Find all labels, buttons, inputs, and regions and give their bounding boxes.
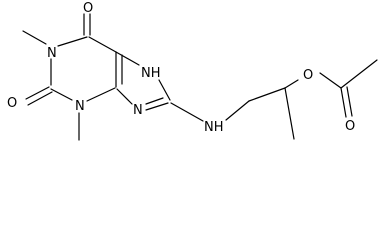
bond-c2-n3	[50, 88, 73, 101]
bond-ch-methyl	[284, 87, 295, 140]
bond-c8-nh	[170, 102, 204, 122]
bond-c5-c6	[88, 36, 117, 53]
atom-o-left: O	[7, 96, 17, 111]
bond-c6-n1	[57, 36, 88, 47]
atom-o-top: O	[83, 1, 93, 16]
bond-c8-n9-double	[145, 97, 164, 105]
atom-n3: N	[75, 99, 85, 114]
bond-ch2-ch	[248, 87, 286, 102]
atom-o-ester: O	[303, 68, 313, 83]
bond-c-ocarbonyl-double	[346, 86, 353, 117]
atom-n1: N	[47, 46, 57, 61]
atom-nh7: NH	[141, 66, 161, 81]
bond-n3-c4	[86, 87, 116, 102]
bond-ch-oester	[284, 79, 299, 89]
bond-oester-c	[319, 72, 342, 89]
bond-c5-n7	[115, 51, 140, 66]
bond-c2-o	[25, 86, 50, 100]
atom-nh-amine: NH	[204, 120, 224, 135]
atom-labels: O N NH O N N NH O O	[7, 1, 355, 135]
bond-c2-o-double	[27, 91, 53, 106]
atom-o-carbonyl: O	[345, 119, 355, 134]
bond-n1-methyl	[22, 30, 47, 45]
bond-c8-n9	[145, 102, 169, 111]
bonds	[22, 13, 378, 141]
bond-n9-c4	[116, 88, 133, 105]
molecule-structure: O N NH O N N NH O O	[7, 1, 378, 141]
bond-c-acetyl-methyl	[340, 59, 378, 89]
atom-n9: N	[133, 103, 143, 118]
bond-nh-ch2	[225, 100, 250, 121]
bond-n7-c8	[158, 79, 171, 101]
bond-c-ocarbonyl	[340, 87, 347, 118]
